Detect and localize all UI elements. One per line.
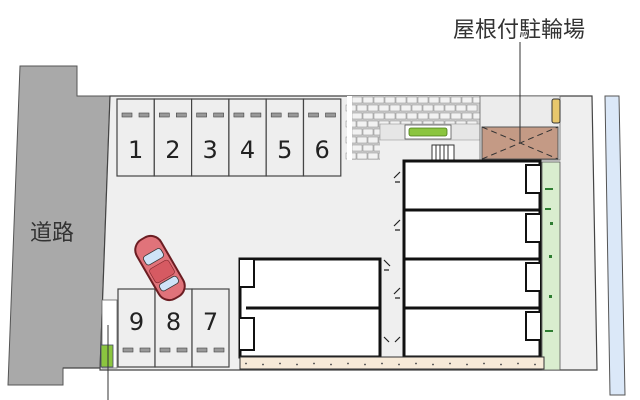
meter-icon <box>551 98 561 124</box>
green-strip <box>541 161 561 371</box>
building-left <box>238 257 382 359</box>
brick-paving <box>345 96 484 161</box>
parking-number: 4 <box>240 136 255 164</box>
parking-number: 9 <box>129 308 144 336</box>
parking-number: 7 <box>203 308 218 336</box>
parking-number: 6 <box>314 136 329 164</box>
parking-space-9: 9 <box>117 288 156 368</box>
border-strip <box>239 356 545 370</box>
door-icons <box>383 171 401 343</box>
parking-space-2: 2 <box>153 98 193 177</box>
car-icon <box>134 234 186 302</box>
parking-number: 3 <box>203 136 218 164</box>
parking-space-1: 1 <box>116 98 155 177</box>
parking-number: 8 <box>166 308 181 336</box>
corridor <box>380 160 404 358</box>
planter-small <box>100 344 114 368</box>
stairs <box>431 144 455 161</box>
road-label: 道路 <box>30 221 74 246</box>
parking-space-3: 3 <box>191 98 230 177</box>
parking-space-6: 6 <box>302 98 342 177</box>
parking-number: 2 <box>165 136 180 164</box>
parking-space-8: 8 <box>154 288 193 368</box>
parking-space-7: 7 <box>191 288 230 368</box>
parking-number: 5 <box>277 136 292 164</box>
covered-bicycle-parking-label: 屋根付駐輪場 <box>453 18 585 43</box>
water-strip <box>604 95 626 396</box>
parking-space-4: 4 <box>228 98 267 177</box>
parking-number: 1 <box>128 136 143 164</box>
building-right <box>402 159 542 359</box>
parking-space-5: 5 <box>265 98 305 177</box>
